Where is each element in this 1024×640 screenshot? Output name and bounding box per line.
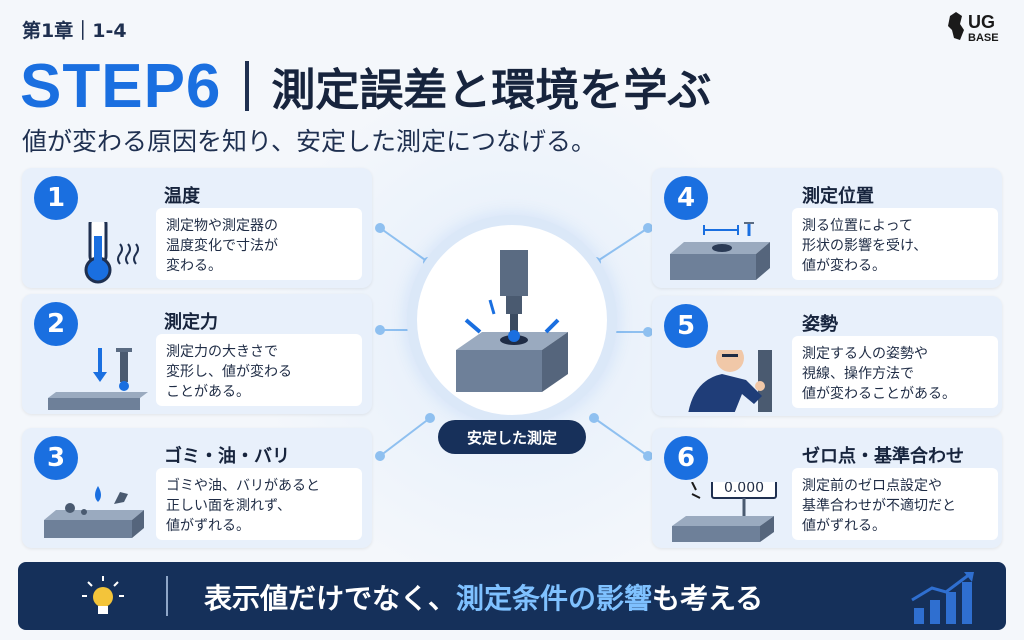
summary-banner: 表示値だけでなく、測定条件の影響も考える xyxy=(18,562,1006,630)
svg-text:BASE: BASE xyxy=(968,32,999,44)
step-label: STEP6 xyxy=(20,51,222,121)
banner-message: 表示値だけでなく、測定条件の影響も考える xyxy=(204,582,764,615)
zero-display: 0.000 xyxy=(724,482,764,496)
card-dust-oil-burr: 3 ゴミ・油・バリ ゴミや油、バリがあると正しい面を測れず、値がずれる。 xyxy=(22,428,372,548)
title-row: STEP6 測定誤差と環境を学ぶ xyxy=(20,50,711,122)
posture-icon xyxy=(688,350,772,412)
stable-measurement-icon xyxy=(456,250,568,392)
card-title: 測定力 xyxy=(164,312,218,333)
card-title: 温度 xyxy=(164,186,200,207)
celsius-label: ℃ xyxy=(116,222,131,224)
card-description: 測定前のゼロ点設定や基準合わせが不適切だと値がずれる。 xyxy=(792,468,998,540)
title-divider xyxy=(245,61,250,111)
card-description: 測定する人の姿勢や視線、操作方法で値が変わることがある。 xyxy=(792,336,998,408)
card-number: 3 xyxy=(34,436,78,480)
probe-force-icon xyxy=(48,348,148,410)
card-zero-point: 6 ゼロ点・基準合わせ 測定前のゼロ点設定や基準合わせが不適切だと値がずれる。 … xyxy=(652,428,1002,548)
card-number: 6 xyxy=(664,436,708,480)
card-number: 1 xyxy=(34,176,78,220)
card-posture: 5 姿勢 測定する人の姿勢や視線、操作方法で値が変わることがある。 xyxy=(652,296,1002,416)
card-measuring-position: 4 測定位置 測る位置によって形状の影響を受け、値が変わる。 xyxy=(652,168,1002,288)
card-title: 測定位置 xyxy=(802,186,874,207)
card-title: ゼロ点・基準合わせ xyxy=(802,446,964,467)
card-description: 測る位置によって形状の影響を受け、値が変わる。 xyxy=(792,208,998,280)
lightbulb-icon xyxy=(82,576,124,614)
thermometer-icon: ℃ xyxy=(84,222,139,284)
card-number: 2 xyxy=(34,302,78,346)
dirty-surface-icon xyxy=(44,486,144,538)
page-title: 測定誤差と環境を学ぶ xyxy=(271,65,712,116)
measure-position-icon xyxy=(670,222,770,280)
trend-up-icon xyxy=(911,572,974,624)
zero-point-icon: 0.000 xyxy=(672,482,777,542)
card-description: 測定物や測定器の温度変化で寸法が変わる。 xyxy=(156,208,362,280)
logo: UG BASE xyxy=(948,12,999,44)
banner-highlight: 測定条件の影響 xyxy=(456,582,653,615)
card-description: ゴミや油、バリがあると正しい面を測れず、値がずれる。 xyxy=(156,468,362,540)
card-number: 5 xyxy=(664,304,708,348)
center-label: 安定した測定 xyxy=(438,420,586,454)
chapter-label: 第1章｜1-4 xyxy=(22,20,127,42)
card-title: 姿勢 xyxy=(802,314,838,335)
card-title: ゴミ・油・バリ xyxy=(164,446,290,467)
page-subtitle: 値が変わる原因を知り、安定した測定につなげる。 xyxy=(22,127,597,156)
card-number: 4 xyxy=(664,176,708,220)
svg-text:UG: UG xyxy=(968,12,995,32)
card-description: 測定力の大きさで変形し、値が変わることがある。 xyxy=(156,334,362,406)
card-measuring-force: 2 測定力 測定力の大きさで変形し、値が変わることがある。 xyxy=(22,294,372,414)
banner-divider xyxy=(166,576,168,616)
